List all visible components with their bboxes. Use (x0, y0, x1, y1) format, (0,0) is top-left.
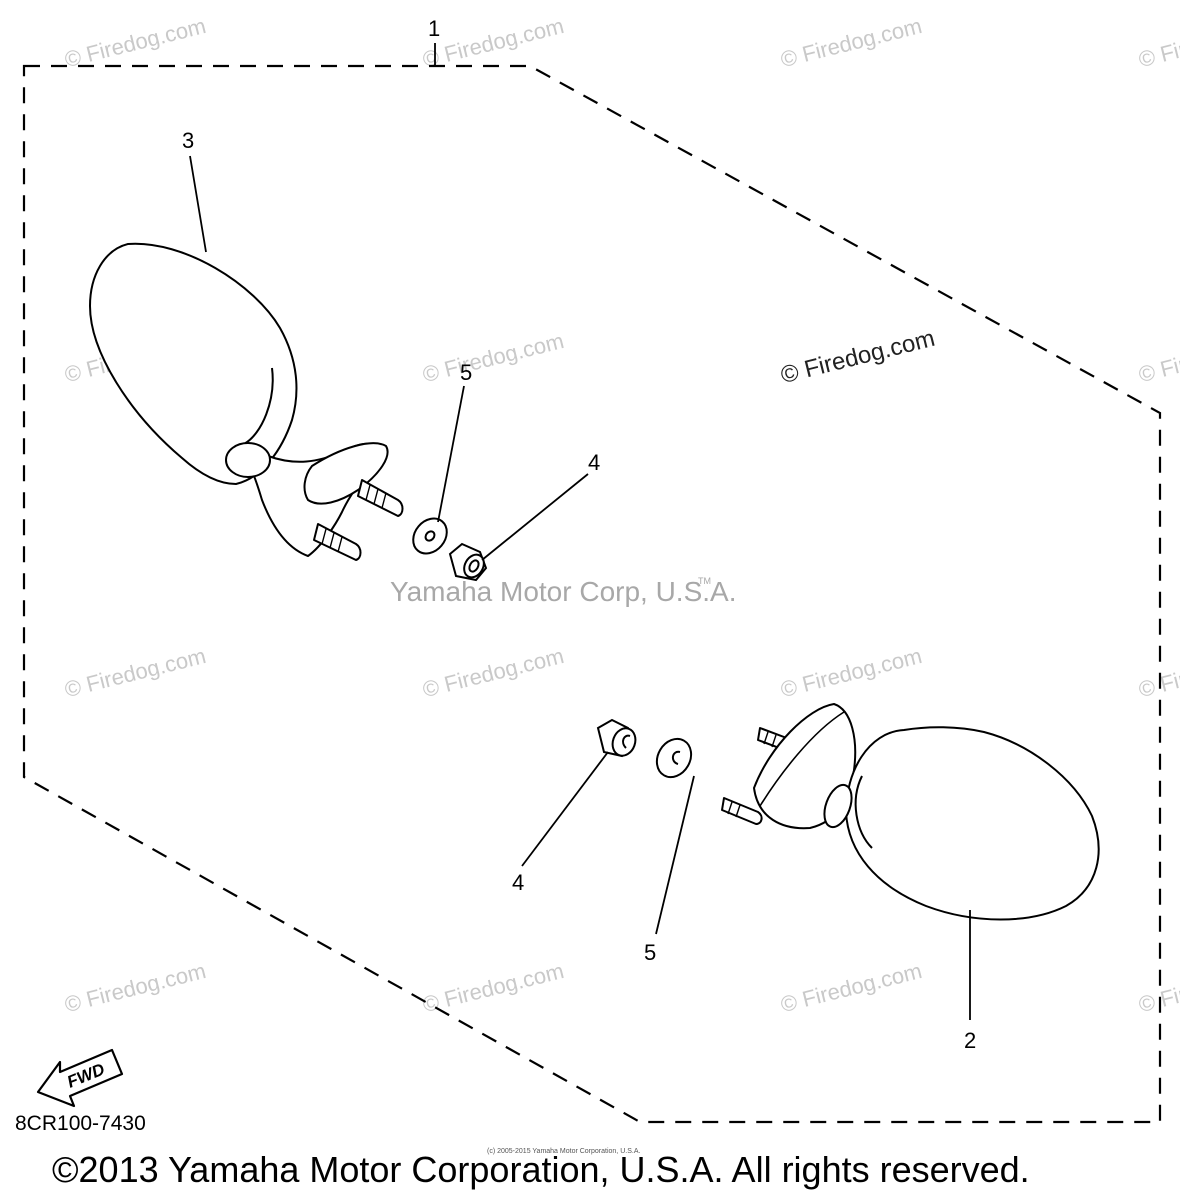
mirror-left-stud-upper (357, 479, 404, 517)
leader-line-3 (189, 155, 207, 253)
nut-left (448, 542, 488, 582)
callout-4-left: 4 (588, 450, 601, 475)
callout-5-right: 5 (644, 940, 657, 965)
mirror-left-rim (243, 367, 274, 445)
mirror-left-stud-lower (313, 523, 362, 561)
washer-left (412, 517, 448, 555)
callout-1: 1 (428, 16, 441, 41)
leader-line-5-left (437, 385, 465, 523)
mirror-right-housing (845, 726, 1100, 921)
mirror-left-housing (89, 242, 298, 485)
fwd-arrow-icon: FWD (36, 1048, 124, 1108)
fine-print: (c) 2005-2015 Yamaha Motor Corporation, … (487, 1148, 641, 1155)
leader-line-4-left (481, 473, 589, 561)
callout-2: 2 (964, 1028, 977, 1053)
mirror-right (721, 703, 1100, 921)
mirror-right-rim (854, 775, 873, 849)
assembly-boundary (22, 64, 1162, 1124)
washer-right (655, 737, 693, 779)
part-code: 8CR100-7430 (15, 1112, 146, 1135)
mirror-left (89, 242, 404, 561)
nut-right (596, 718, 637, 758)
mirror-left-base (303, 442, 389, 505)
mirror-right-joint (823, 783, 853, 829)
leader-line-5-right (655, 775, 695, 935)
mirror-left-joint (225, 442, 271, 478)
callout-3: 3 (182, 128, 195, 153)
yamaha-watermark: Yamaha Motor Corp, U.S.A. (390, 576, 737, 607)
callout-5-left: 5 (460, 360, 473, 385)
leader-line-4-right (521, 751, 609, 867)
trademark-mark: TM (698, 576, 711, 586)
callout-4-right: 4 (512, 870, 525, 895)
copyright-notice: ©2013 Yamaha Motor Corporation, U.S.A. A… (52, 1149, 1030, 1190)
